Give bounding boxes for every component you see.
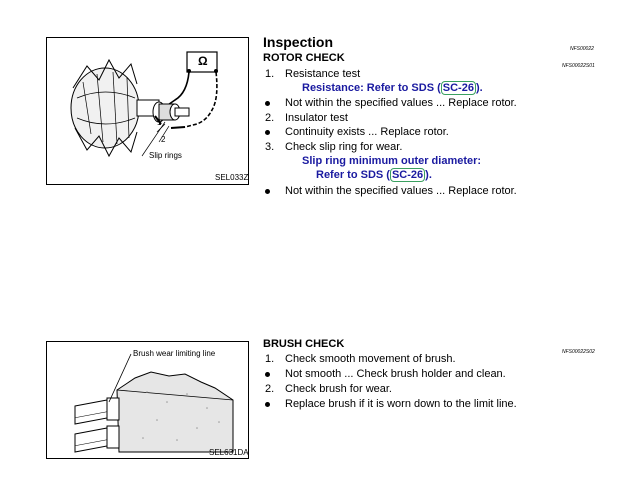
rotor-illustration <box>70 51 218 158</box>
figure-code: SEL631DA <box>209 448 249 457</box>
rotor-check-reference-code: NFS00022S01 <box>562 63 595 69</box>
reference-text: Resistance: Refer to SDS ( <box>302 82 441 94</box>
ohmmeter-icon <box>186 51 218 73</box>
bullet-text: Not within the specified values ... Repl… <box>285 97 517 109</box>
reference-text: Refer to SDS ( <box>316 169 390 181</box>
bullet-icon <box>265 130 270 135</box>
bullet-icon <box>265 372 270 377</box>
step-number: 1. <box>265 353 275 365</box>
step-text: Resistance test <box>285 68 361 80</box>
sds-link[interactable]: SC-26 <box>440 81 476 95</box>
bullet-icon <box>265 101 270 106</box>
reference-suffix: ). <box>475 82 483 94</box>
figure-label-slip-rings: Slip rings <box>149 151 182 160</box>
resistance-reference: Resistance: Refer to SDS (SC-26). <box>302 81 483 95</box>
bullet-text: Replace brush if it is worn down to the … <box>285 398 517 410</box>
brush-illustration <box>74 353 234 453</box>
slip-ring-reference-line: Slip ring minimum outer diameter: <box>302 155 482 167</box>
figure-label-1: 1 <box>157 118 162 127</box>
brush-check-figure: Brush wear limiting line SEL631DA <box>46 341 249 459</box>
figure-label-2: 2 <box>161 135 166 144</box>
bullet-icon <box>265 402 270 407</box>
step-number: 2. <box>265 112 275 124</box>
rotor-check-figure: Ω 1 2 Slip rings SEL033Z <box>46 37 249 185</box>
step-text: Insulator test <box>285 112 348 124</box>
bullet-text: Not within the specified values ... Repl… <box>285 185 517 197</box>
step-number: 3. <box>265 141 275 153</box>
step-number: 1. <box>265 68 275 80</box>
page-heading: Inspection <box>263 34 334 50</box>
step-text: Check smooth movement of brush. <box>285 353 456 365</box>
slip-ring-reference: Refer to SDS (SC-26). <box>316 168 432 182</box>
step-text: Check brush for wear. <box>285 383 392 395</box>
step-number: 2. <box>265 383 275 395</box>
rotor-check-title: ROTOR CHECK <box>263 52 345 64</box>
figure-label-wear-line: Brush wear limiting line <box>133 349 216 358</box>
step-text: Check slip ring for wear. <box>285 141 403 153</box>
bullet-text: Not smooth ... Check brush holder and cl… <box>285 368 506 380</box>
reference-suffix: ). <box>425 169 432 181</box>
brush-check-reference-code: NFS00022S02 <box>562 349 595 355</box>
reference-code: NFS00022 <box>570 46 594 52</box>
ohmmeter-symbol: Ω <box>198 54 208 68</box>
figure-code: SEL033Z <box>215 173 249 182</box>
brush-check-title: BRUSH CHECK <box>263 338 345 350</box>
bullet-icon <box>265 189 270 194</box>
bullet-text: Continuity exists ... Replace rotor. <box>285 126 449 138</box>
sds-link[interactable]: SC-26 <box>389 168 426 182</box>
